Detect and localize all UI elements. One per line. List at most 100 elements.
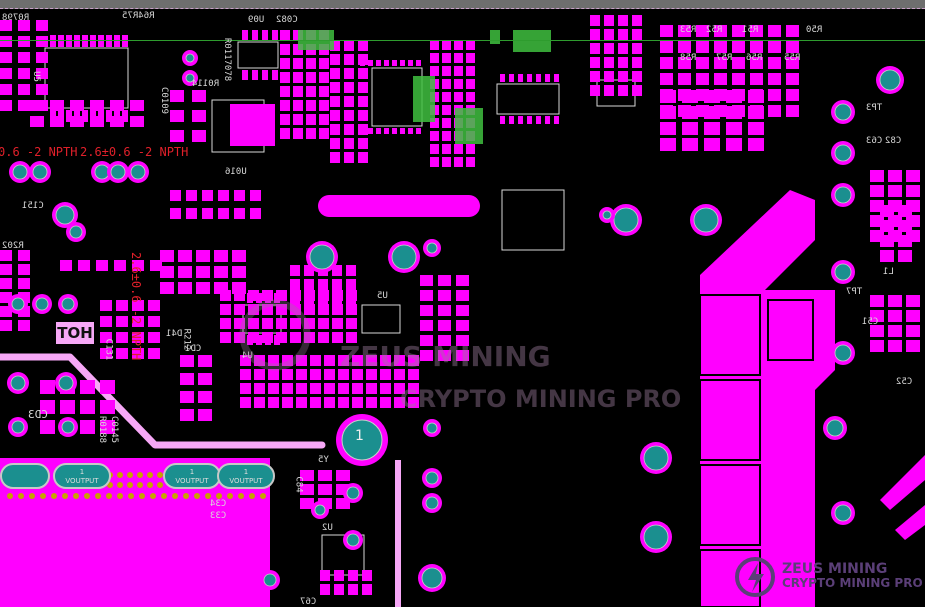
smd-pad (618, 15, 628, 26)
smd-pad (178, 266, 192, 278)
smd-pad (262, 290, 273, 301)
smd-pad (696, 73, 709, 85)
smd-pad (319, 58, 329, 69)
smd-pad (66, 35, 72, 47)
smd-pad (319, 128, 329, 139)
voutput-pad[interactable] (0, 463, 50, 489)
ic-u09-body (237, 41, 279, 69)
smd-pad (218, 190, 229, 201)
smd-pad (330, 152, 340, 163)
via-drill (11, 420, 25, 434)
smd-pad (366, 383, 377, 394)
smd-pad (466, 66, 475, 76)
via-drill (425, 496, 439, 510)
smd-pad (380, 383, 391, 394)
smd-pad (704, 138, 720, 151)
smd-pad (130, 100, 144, 111)
smd-pad (732, 57, 745, 69)
smd-pad (132, 332, 144, 343)
smd-pad (100, 400, 115, 414)
smd-pad (714, 57, 727, 69)
smd-pad (554, 116, 559, 124)
smd-pad (100, 380, 115, 394)
smd-pad (252, 30, 258, 40)
smd-pad (196, 282, 210, 294)
smd-pad (116, 348, 128, 359)
smd-pad (18, 320, 30, 331)
smd-pad (430, 118, 439, 128)
smd-pad (500, 116, 505, 124)
smd-pad (272, 30, 278, 40)
thru-hole (29, 493, 35, 499)
smd-pad (280, 58, 290, 69)
smd-pad (352, 369, 363, 380)
smd-pad (518, 116, 523, 124)
thru-hole (172, 493, 178, 499)
smd-pad (906, 185, 920, 197)
smd-pad (240, 355, 251, 366)
smd-pad (324, 383, 335, 394)
designator-r0188: R0188 (97, 415, 108, 444)
pad-net-name: VOUTPUT (175, 477, 209, 485)
smd-pad (296, 397, 307, 408)
smd-pad (50, 100, 64, 111)
smd-pad (0, 36, 12, 47)
smd-pad (618, 57, 628, 68)
smd-pad (262, 30, 268, 40)
smd-pad (344, 54, 354, 65)
smd-pad (768, 73, 781, 85)
pad-pin-number: 1 (243, 468, 249, 476)
smd-pad (324, 397, 335, 408)
smd-pad (268, 369, 279, 380)
smd-pad (380, 369, 391, 380)
smd-pad (66, 110, 72, 122)
ic-footprint (501, 189, 565, 251)
smd-pad (254, 397, 265, 408)
smd-pad (748, 106, 764, 119)
smd-pad (0, 292, 12, 303)
pad-pin-number: 1 (189, 468, 195, 476)
smd-pad (242, 30, 248, 40)
smd-pad (394, 397, 405, 408)
via-drill (309, 244, 335, 270)
smd-pad (180, 391, 194, 403)
smd-pad (276, 318, 287, 329)
selected-pad (413, 76, 435, 122)
smd-pad (304, 318, 315, 329)
smd-pad (82, 110, 88, 122)
smd-pad (454, 40, 463, 50)
smd-pad (240, 397, 251, 408)
smd-pad (726, 106, 742, 119)
smd-pad (696, 25, 709, 37)
smd-pad (768, 57, 781, 69)
smd-pad (348, 584, 358, 595)
designator-r55: R55 (784, 53, 801, 63)
smd-pad (880, 205, 894, 217)
designator-r58: R58 (680, 53, 697, 63)
trace-bar (318, 195, 480, 217)
smd-pad (198, 391, 212, 403)
via-drill (834, 144, 852, 162)
via-drill (834, 186, 852, 204)
smd-pad (632, 29, 642, 40)
thru-hole (238, 493, 244, 499)
smd-pad (768, 25, 781, 37)
smd-pad (304, 279, 314, 290)
smd-pad (220, 318, 231, 329)
smd-pad (78, 260, 90, 271)
smd-pad (338, 383, 349, 394)
designator-u2: U2 (322, 523, 333, 533)
smd-pad (660, 106, 676, 119)
smd-pad (888, 340, 902, 352)
smd-pad (660, 90, 676, 103)
power-pad (699, 379, 761, 461)
smd-pad (352, 397, 363, 408)
smd-pad (368, 128, 373, 134)
smd-pad (732, 73, 745, 85)
smd-pad (898, 250, 912, 262)
smd-pad (604, 71, 614, 82)
